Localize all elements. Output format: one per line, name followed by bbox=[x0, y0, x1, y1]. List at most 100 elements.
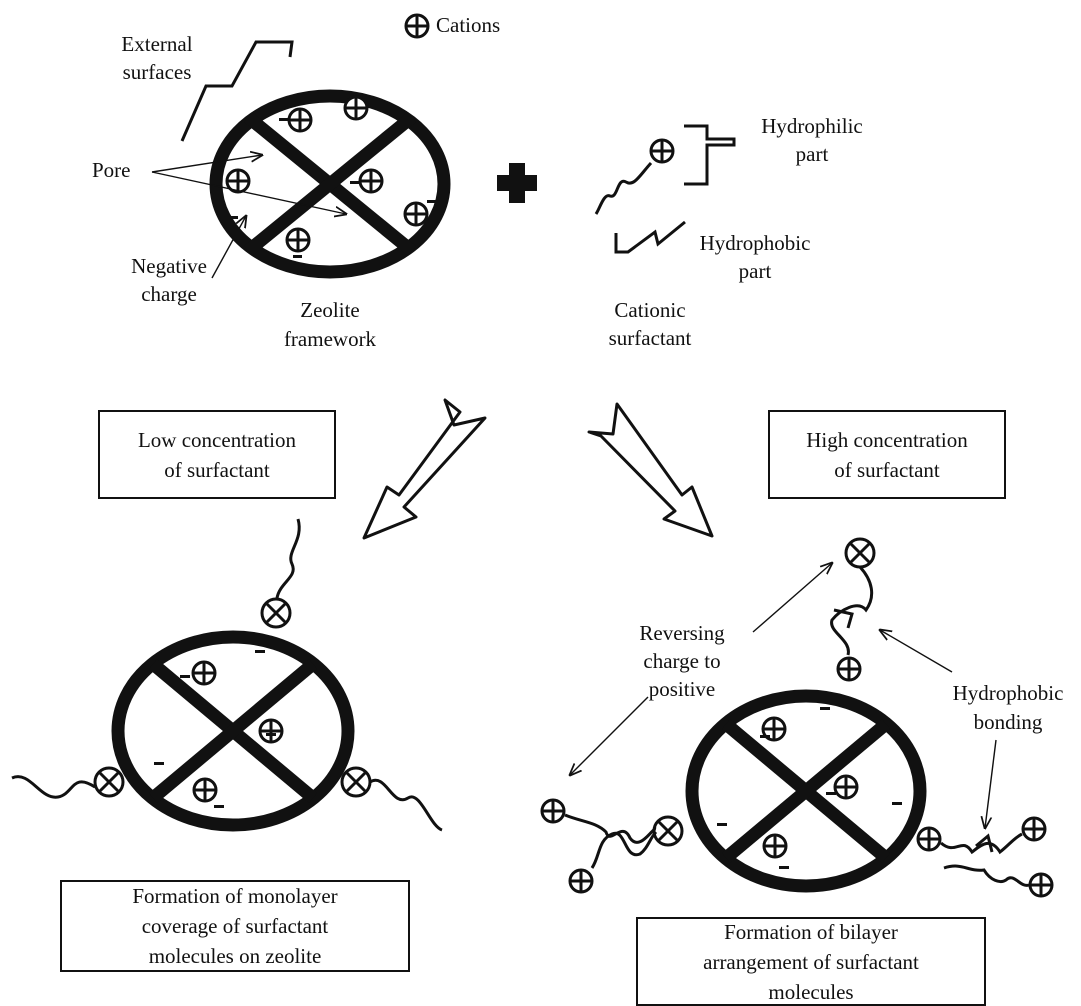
surfactant-tail bbox=[975, 833, 994, 853]
cation-plus-icon bbox=[540, 798, 566, 824]
cations-legend-label: Cations bbox=[436, 13, 500, 37]
low-concentration-label: Low concentration of surfactant bbox=[137, 427, 297, 482]
negative-charge-mark bbox=[293, 255, 302, 258]
cationic-surfactant-label-1: Cationic bbox=[614, 298, 685, 322]
cationic-surfactant bbox=[594, 124, 736, 254]
negative-charge-mark bbox=[266, 733, 276, 736]
negative-charge-marks bbox=[229, 96, 436, 258]
zeolite-framework bbox=[209, 89, 451, 279]
negative-charge-mark bbox=[333, 96, 342, 99]
cation-plus-icon bbox=[192, 777, 218, 803]
monolayer-zeolite bbox=[11, 518, 443, 832]
surfactant-tail bbox=[830, 565, 874, 656]
surfactant-tail bbox=[275, 518, 301, 599]
cation-plus-icon bbox=[403, 201, 429, 227]
negative-charge-mark bbox=[279, 118, 288, 121]
zeolite-framework-label-2: framework bbox=[284, 327, 377, 351]
negative-charge-mark bbox=[826, 792, 836, 795]
surfactant-tail bbox=[940, 832, 1023, 855]
negative-charge-mark bbox=[214, 805, 224, 808]
cationic-head-icon bbox=[260, 597, 292, 629]
big-plus-icon bbox=[497, 163, 537, 203]
cationic-head-icon bbox=[652, 815, 684, 847]
hydrophobic-bracket bbox=[614, 220, 686, 254]
hydrophobic-bonding-label-1: Hydrophobic bbox=[953, 681, 1064, 705]
surfactant-tail bbox=[11, 775, 96, 799]
external-surfaces-label-2: surfaces bbox=[123, 60, 192, 84]
negative-charge-mark bbox=[255, 650, 265, 653]
reversing-charge-label-3: positive bbox=[649, 677, 716, 701]
cation-plus-icon bbox=[285, 227, 311, 253]
cation-plus-icon bbox=[833, 774, 859, 800]
cation-plus-icon bbox=[836, 656, 862, 682]
external-surfaces-label-1: External bbox=[121, 32, 192, 56]
cationic-head-icon bbox=[844, 537, 876, 569]
hollow-arrow-icon bbox=[587, 402, 714, 538]
cation-plus-icon bbox=[916, 826, 942, 852]
monolayer-outcome-box: Formation of monolayer coverage of surfa… bbox=[60, 880, 410, 972]
zeolite-ring bbox=[209, 89, 451, 279]
reversing-charge-label-1: Reversing bbox=[639, 621, 725, 645]
hydrophilic-bracket bbox=[684, 124, 736, 186]
cations-legend: Cations bbox=[404, 13, 500, 39]
cation-plus-icon bbox=[1028, 872, 1054, 898]
hollow-arrow-icon bbox=[362, 398, 487, 540]
negative-charge-mark bbox=[180, 675, 190, 678]
cation-plus-icon bbox=[191, 660, 217, 686]
zeolite-ring bbox=[685, 689, 927, 893]
negative-charge-pointer bbox=[211, 216, 246, 279]
cationic-surfactant-label-2: surfactant bbox=[609, 326, 692, 350]
cation-plus-icon bbox=[762, 833, 788, 859]
hydrophobic-bonding-pointer-1 bbox=[880, 630, 953, 673]
pore-label: Pore bbox=[92, 158, 131, 182]
bilayer-outcome-box: Formation of bilayer arrangement of surf… bbox=[636, 917, 986, 1006]
cation-plus-icon bbox=[404, 13, 430, 39]
cationic-head-icon bbox=[340, 766, 372, 798]
low-concentration-box: Low concentration of surfactant bbox=[98, 410, 336, 499]
pore-pointer-2 bbox=[151, 171, 346, 214]
negative-charge-label-1: Negative bbox=[131, 254, 207, 278]
negative-charge-mark bbox=[779, 866, 789, 869]
zeolite-channel-2 bbox=[243, 111, 417, 257]
high-concentration-box: High concentration of surfactant bbox=[768, 410, 1006, 499]
high-concentration-label: High concentration of surfactant bbox=[806, 427, 968, 482]
negative-charge-label-2: charge bbox=[141, 282, 197, 306]
surfactant-tail bbox=[943, 864, 1030, 887]
hydrophobic-label-2: part bbox=[739, 259, 772, 283]
negative-charge-mark bbox=[717, 823, 727, 826]
cation-plus-icon bbox=[258, 718, 284, 744]
negative-charge-mark bbox=[350, 181, 359, 184]
surfactant-tail bbox=[590, 830, 658, 869]
surfactant-tail bbox=[564, 813, 657, 844]
hydrophilic-label-1: Hydrophilic bbox=[761, 114, 862, 138]
reversing-charge-label-2: charge to bbox=[643, 649, 720, 673]
negative-charge-marks bbox=[154, 650, 276, 808]
cation-plus-icon bbox=[343, 95, 369, 121]
hydrophobic-label-1: Hydrophobic bbox=[700, 231, 811, 255]
external-surfaces-bracket bbox=[180, 40, 294, 142]
zeolite-ring bbox=[111, 630, 355, 832]
negative-charge-mark bbox=[154, 762, 164, 765]
pore-pointer-1 bbox=[151, 155, 262, 173]
negative-charge-marks bbox=[717, 707, 902, 869]
cationic-head-icon bbox=[649, 138, 675, 164]
cation-plus-icon bbox=[287, 107, 313, 133]
zeolite-framework-label-1: Zeolite bbox=[300, 298, 359, 322]
negative-charge-mark bbox=[229, 216, 238, 219]
zeolite-channel-2 bbox=[148, 659, 318, 803]
negative-charge-mark bbox=[892, 802, 902, 805]
surfactant-tail bbox=[833, 608, 854, 629]
hydrophobic-bonding-label-2: bonding bbox=[974, 710, 1043, 734]
negative-charge-mark bbox=[427, 200, 436, 203]
bilayer-zeolite bbox=[540, 537, 1054, 898]
bilayer-outcome-label: Formation of bilayer arrangement of surf… bbox=[703, 919, 919, 1004]
hydrophobic-bonding-pointer-2 bbox=[985, 739, 997, 828]
monolayer-outcome-label: Formation of monolayer coverage of surfa… bbox=[132, 884, 338, 968]
negative-charge-mark bbox=[820, 707, 830, 710]
surfactant-tail bbox=[369, 778, 443, 832]
surfactant-tail bbox=[594, 161, 653, 215]
cationic-head-icon bbox=[93, 766, 125, 798]
cation-plus-icon bbox=[1021, 816, 1047, 842]
cation-plus-icon bbox=[568, 868, 594, 894]
